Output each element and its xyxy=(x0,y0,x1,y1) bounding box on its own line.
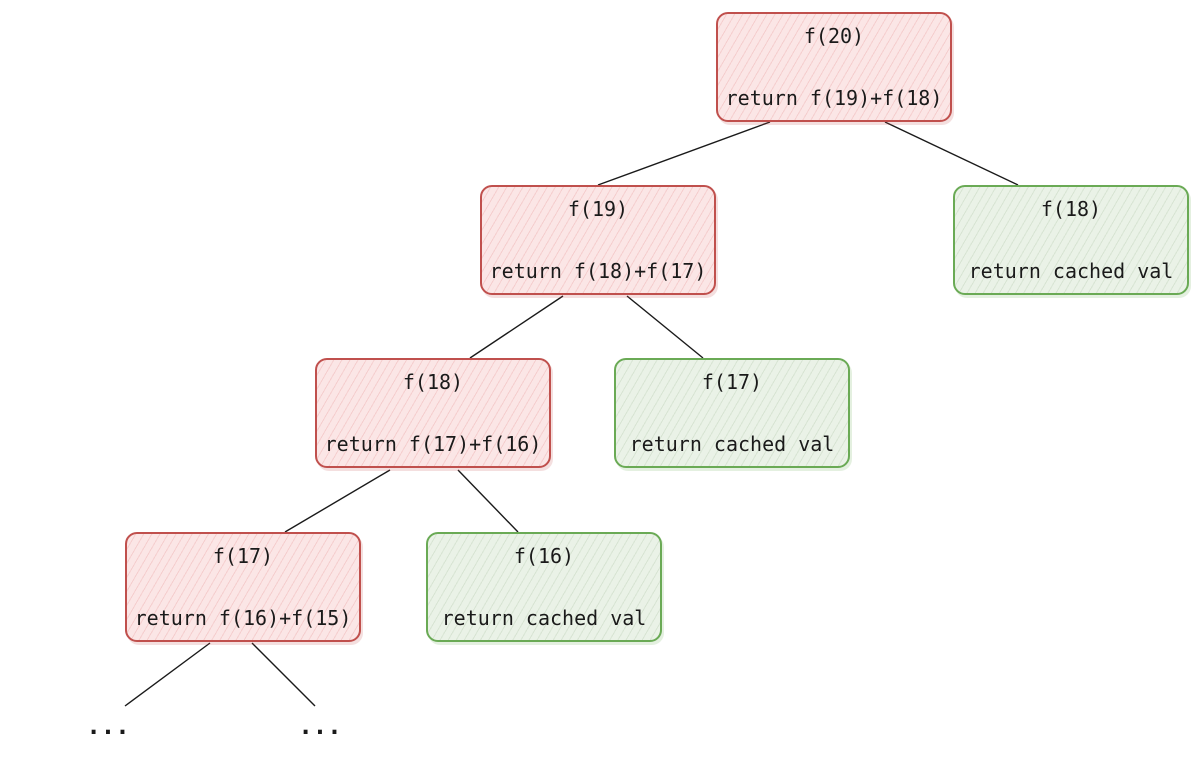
edge-f19-f18 xyxy=(469,295,564,359)
node-f20: f(20) return f(19)+f(18) xyxy=(716,12,952,122)
node-call-label: f(17) xyxy=(212,544,274,568)
node-f18: f(18) return f(17)+f(16) xyxy=(315,358,551,468)
node-return-label: return cached val xyxy=(968,259,1174,283)
node-return-label: return cached val xyxy=(629,432,835,456)
edge-f20-f19 xyxy=(597,121,771,186)
node-f16-cached: f(16) return cached val xyxy=(426,532,662,642)
node-call-label: f(18) xyxy=(402,370,464,394)
edge-f18-f17 xyxy=(284,469,391,533)
node-f17-cached: f(17) return cached val xyxy=(614,358,850,468)
continuation-ellipsis-right: ... xyxy=(298,712,342,740)
node-call-label: f(16) xyxy=(513,544,575,568)
node-f18-cached: f(18) return cached val xyxy=(953,185,1189,295)
edge-f20-f18-cached xyxy=(884,121,1019,186)
node-return-label: return f(16)+f(15) xyxy=(134,606,352,630)
node-return-label: return cached val xyxy=(441,606,647,630)
node-call-label: f(17) xyxy=(701,370,763,394)
edge-f18-f16-cached xyxy=(457,469,519,533)
edge-f19-f17-cached xyxy=(626,295,704,359)
node-call-label: f(18) xyxy=(1040,197,1102,221)
node-return-label: return f(18)+f(17) xyxy=(489,259,707,283)
edge-f17-continuation-right xyxy=(251,642,316,707)
node-return-label: return f(19)+f(18) xyxy=(725,86,943,110)
edge-f17-continuation-left xyxy=(124,642,211,707)
node-f19: f(19) return f(18)+f(17) xyxy=(480,185,716,295)
node-return-label: return f(17)+f(16) xyxy=(324,432,542,456)
node-call-label: f(19) xyxy=(567,197,629,221)
node-call-label: f(20) xyxy=(803,24,865,48)
node-f17: f(17) return f(16)+f(15) xyxy=(125,532,361,642)
continuation-ellipsis-left: ... xyxy=(86,712,130,740)
